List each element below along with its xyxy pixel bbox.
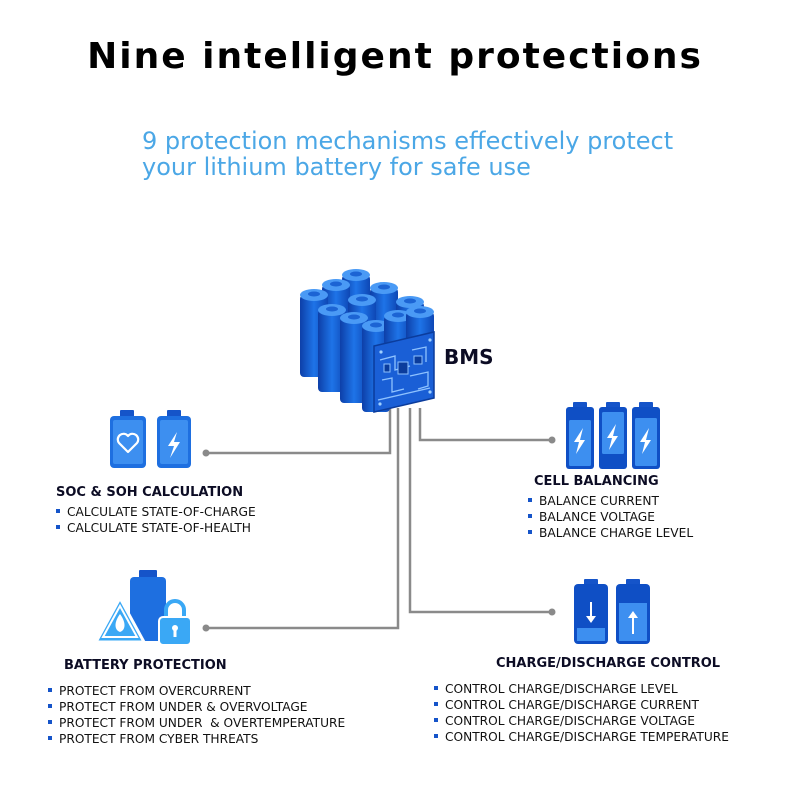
soc-soh-block: SOC & SOH CALCULATION CALCULATE STATE-OF… <box>56 485 256 536</box>
list-item: PROTECT FROM CYBER THREATS <box>48 731 345 747</box>
list-item: CALCULATE STATE-OF-CHARGE <box>56 504 256 520</box>
charge-discharge-list: CONTROL CHARGE/DISCHARGE LEVEL CONTROL C… <box>434 681 729 745</box>
list-item: CONTROL CHARGE/DISCHARGE CURRENT <box>434 697 729 713</box>
list-item: CALCULATE STATE-OF-HEALTH <box>56 520 256 536</box>
page-subtitle: 9 protection mechanisms effectively prot… <box>142 128 673 180</box>
battery-protection-list: PROTECT FROM OVERCURRENT PROTECT FROM UN… <box>48 683 345 747</box>
bullet-icon <box>434 733 438 738</box>
protected-battery-icon <box>130 570 166 641</box>
connector-balancing <box>418 408 552 442</box>
list-item: BALANCE CURRENT <box>528 493 693 509</box>
connector-protection <box>206 408 400 630</box>
connector-charge <box>408 408 552 614</box>
balance-cell-2-icon <box>599 402 627 469</box>
cell-balancing-list: BALANCE CURRENT BALANCE VOLTAGE BALANCE … <box>528 493 693 541</box>
heart-battery-icon <box>110 410 146 468</box>
charge-discharge-title: CHARGE/DISCHARGE CONTROL <box>496 656 721 671</box>
bullet-icon <box>48 687 52 692</box>
fire-warning-icon <box>94 596 146 644</box>
circuit-board-icon <box>373 331 435 413</box>
list-item: BALANCE VOLTAGE <box>528 509 693 525</box>
list-item: PROTECT FROM OVERCURRENT <box>48 683 345 699</box>
charge-discharge-block: CHARGE/DISCHARGE CONTROL CONTROL CHARGE/… <box>434 656 729 745</box>
bullet-icon <box>434 685 438 690</box>
battery-protection-title: BATTERY PROTECTION <box>64 658 227 673</box>
bullet-icon <box>56 524 60 529</box>
subtitle-line-2: your lithium battery for safe use <box>142 153 531 181</box>
list-item: CONTROL CHARGE/DISCHARGE VOLTAGE <box>434 713 729 729</box>
battery-protection-block: BATTERY PROTECTION PROTECT FROM OVERCURR… <box>48 658 345 747</box>
bullet-icon <box>528 497 532 502</box>
bullet-icon <box>434 701 438 706</box>
discharge-battery-icon <box>574 579 608 644</box>
bullet-icon <box>434 717 438 722</box>
list-item: CONTROL CHARGE/DISCHARGE LEVEL <box>434 681 729 697</box>
battery-pack-icon <box>300 269 435 413</box>
list-item: CONTROL CHARGE/DISCHARGE TEMPERATURE <box>434 729 729 745</box>
cell-balancing-icons <box>566 402 660 469</box>
bullet-icon <box>528 513 532 518</box>
soc-battery-icons <box>110 410 191 468</box>
charge-discharge-icons <box>574 579 650 644</box>
balance-cell-3-icon <box>632 402 660 469</box>
connector-soc <box>206 408 392 455</box>
subtitle-line-1: 9 protection mechanisms effectively prot… <box>142 127 674 155</box>
bullet-icon <box>528 529 532 534</box>
bullet-icon <box>48 719 52 724</box>
soc-soh-title: SOC & SOH CALCULATION <box>56 485 244 500</box>
lightning-battery-icon <box>157 410 191 468</box>
battery-protection-icon <box>94 570 192 646</box>
balance-cell-1-icon <box>566 402 594 469</box>
page-title: Nine intelligent protections <box>87 36 703 77</box>
cell-balancing-title: CELL BALANCING <box>534 474 659 489</box>
connector-dots <box>202 436 556 632</box>
cell-balancing-block: CELL BALANCING BALANCE CURRENT BALANCE V… <box>528 474 693 541</box>
list-item: BALANCE CHARGE LEVEL <box>528 525 693 541</box>
connector-lines <box>206 408 552 630</box>
bullet-icon <box>48 703 52 708</box>
list-item: PROTECT FROM UNDER & OVERTEMPERATURE <box>48 715 345 731</box>
bullet-icon <box>56 508 60 513</box>
soc-soh-list: CALCULATE STATE-OF-CHARGE CALCULATE STAT… <box>56 504 256 536</box>
bms-label: BMS <box>444 345 494 369</box>
padlock-icon <box>158 599 192 646</box>
bullet-icon <box>48 735 52 740</box>
charge-battery-icon <box>616 579 650 644</box>
list-item: PROTECT FROM UNDER & OVERVOLTAGE <box>48 699 345 715</box>
